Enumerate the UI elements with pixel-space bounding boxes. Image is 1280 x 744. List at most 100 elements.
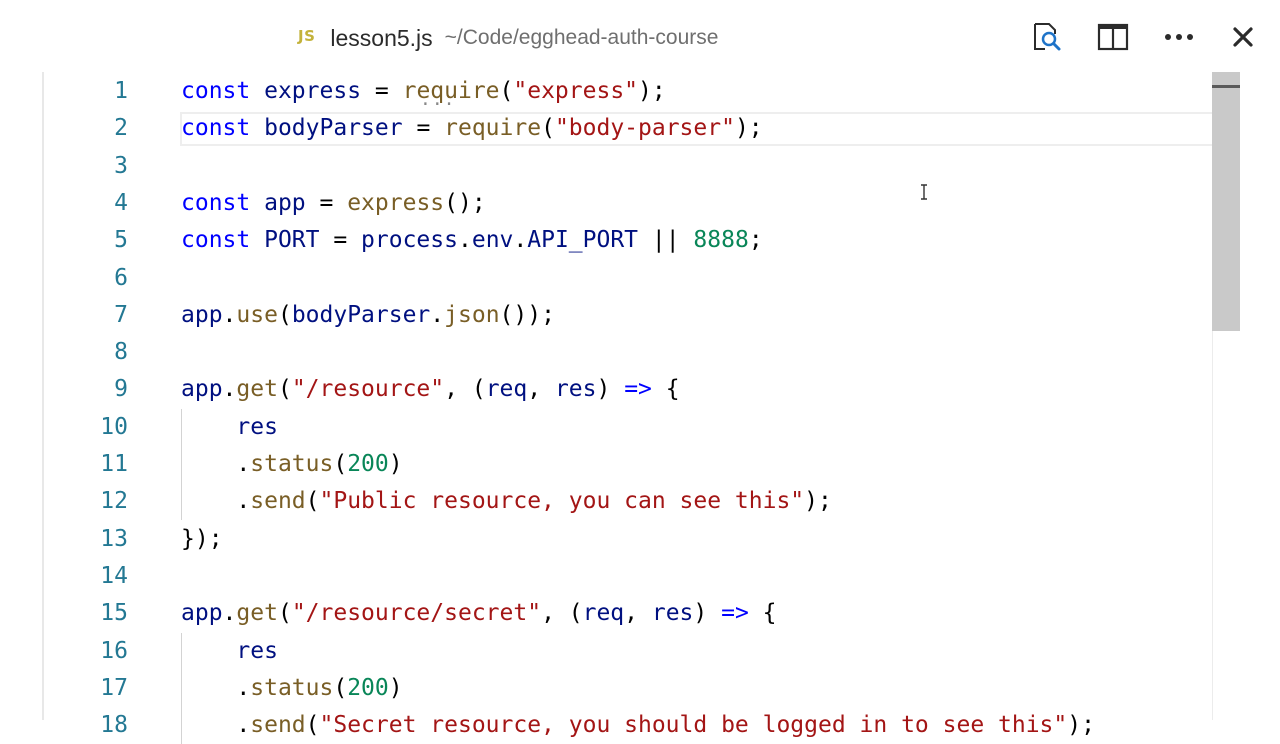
- line-content[interactable]: app.use(bodyParser.json());: [181, 297, 555, 334]
- code-token: {: [651, 376, 680, 403]
- code-token: const: [181, 227, 251, 254]
- split-editor-button[interactable]: [1096, 20, 1130, 54]
- vertical-scrollbar-thumb[interactable]: [1212, 72, 1240, 331]
- line-content[interactable]: .send("Public resource, you can see this…: [181, 483, 832, 520]
- line-content[interactable]: app.get("/resource/secret", (req, res) =…: [181, 595, 777, 632]
- code-token: .: [222, 376, 237, 403]
- line-content[interactable]: const bodyParser = require("body-parser"…: [181, 110, 763, 147]
- code-token: send: [250, 488, 306, 515]
- code-token: get: [236, 600, 278, 627]
- code-line[interactable]: 12 .send("Public resource, you can see t…: [44, 483, 1240, 521]
- editor-tab-title[interactable]: JS lesson5.js ~/Code/egghead-auth-course: [298, 22, 718, 54]
- file-name: lesson5.js: [330, 24, 433, 51]
- code-editor[interactable]: 1 const express = require("express"); 2 con…: [44, 72, 1240, 744]
- code-line[interactable]: 1 const express = require("express");: [44, 73, 1240, 110]
- line-content[interactable]: .status(200): [181, 446, 403, 483]
- code-token: .: [181, 451, 251, 477]
- code-line[interactable]: 15 app.get("/resource/secret", (req, res)…: [44, 595, 1240, 632]
- line-number[interactable]: 2: [114, 115, 128, 142]
- code-token: (: [499, 78, 514, 104]
- line-content[interactable]: const app = express();: [181, 185, 486, 222]
- line-number[interactable]: 1: [114, 78, 128, 104]
- line-number[interactable]: 9: [114, 376, 128, 403]
- code-token: res: [236, 637, 278, 664]
- code-token: app: [181, 600, 223, 627]
- line-number[interactable]: 4: [114, 189, 128, 216]
- code-token: , (: [444, 376, 486, 403]
- code-token: "express": [513, 78, 639, 104]
- line-number[interactable]: 14: [100, 562, 128, 589]
- line-number[interactable]: 12: [100, 488, 128, 515]
- line-number[interactable]: 10: [100, 413, 128, 440]
- code-token: app: [181, 301, 223, 328]
- line-content[interactable]: const PORT = process.env.API_PORT || 888…: [181, 222, 763, 259]
- code-token: res: [236, 413, 278, 440]
- code-token: (: [305, 488, 320, 515]
- close-editor-button[interactable]: [1226, 20, 1260, 54]
- line-content[interactable]: const express = require("express");: [181, 73, 666, 110]
- code-line[interactable]: 11 .status(200): [44, 446, 1240, 483]
- code-line[interactable]: 2 const bodyParser = require("body-parser…: [44, 110, 1240, 147]
- line-number[interactable]: 8: [114, 339, 128, 366]
- line-content[interactable]: res: [181, 409, 278, 446]
- code-line[interactable]: 18 .send("Secret resource, you should be…: [44, 707, 1240, 744]
- code-token: {: [748, 600, 777, 627]
- code-token: 8888: [693, 227, 749, 254]
- code-line[interactable]: 5 const PORT = process.env.API_PORT || 88…: [44, 222, 1240, 259]
- line-number[interactable]: 11: [100, 451, 128, 477]
- code-token: .: [222, 301, 237, 328]
- line-content[interactable]: .status(200): [181, 670, 402, 707]
- line-content[interactable]: app.get("/resource", (req, res) => {: [181, 371, 680, 408]
- code-token: =: [361, 78, 403, 104]
- line-content[interactable]: });: [181, 521, 223, 558]
- code-token: API_PORT: [527, 227, 639, 254]
- hint-dots: ···: [420, 94, 456, 115]
- code-token: PORT: [264, 227, 320, 254]
- code-line[interactable]: 9 app.get("/resource", (req, res) => {: [44, 371, 1240, 408]
- code-token: );: [638, 78, 666, 104]
- line-number[interactable]: 16: [100, 637, 128, 664]
- title-bar: JS lesson5.js ~/Code/egghead-auth-course: [0, 0, 1280, 72]
- indent-guide: [181, 446, 182, 483]
- line-number[interactable]: 6: [114, 264, 128, 291]
- line-number[interactable]: 13: [100, 525, 128, 552]
- code-token: ): [596, 376, 625, 403]
- code-token: =>: [721, 600, 749, 627]
- line-number[interactable]: 7: [114, 301, 128, 328]
- line-number[interactable]: 18: [100, 712, 128, 739]
- code-line[interactable]: 14: [44, 558, 1240, 595]
- line-number[interactable]: 15: [100, 600, 128, 627]
- code-line[interactable]: 4 const app = express();: [44, 185, 1240, 222]
- code-token: =: [319, 227, 362, 254]
- code-token: ): [388, 451, 403, 477]
- code-token: status: [250, 451, 334, 477]
- line-number[interactable]: 3: [114, 152, 128, 179]
- code-token: process: [361, 227, 458, 254]
- code-token: json: [444, 301, 500, 328]
- open-preview-button[interactable]: [1030, 20, 1064, 54]
- code-line[interactable]: 16 res: [44, 632, 1240, 670]
- line-number[interactable]: 17: [100, 674, 128, 701]
- code-line[interactable]: 6: [44, 260, 1240, 297]
- code-token: );: [804, 488, 832, 515]
- code-token: ): [693, 600, 722, 627]
- code-token: (: [277, 600, 292, 627]
- code-line[interactable]: 8: [44, 334, 1240, 371]
- line-content[interactable]: res: [181, 633, 278, 670]
- indent-guide: [181, 408, 182, 446]
- code-line[interactable]: 17 .status(200): [44, 669, 1240, 707]
- code-line[interactable]: 3: [44, 148, 1240, 185]
- line-content[interactable]: .send("Secret resource, you should be lo…: [181, 707, 1095, 744]
- more-actions-button[interactable]: [1162, 20, 1196, 54]
- code-token: env: [471, 227, 514, 254]
- code-token: ||: [638, 227, 694, 254]
- code-line[interactable]: 10 res: [44, 408, 1240, 446]
- code-token: ());: [499, 301, 555, 328]
- code-token: (: [333, 674, 348, 701]
- code-line[interactable]: 13});: [44, 521, 1240, 558]
- code-token: .: [513, 227, 528, 254]
- code-token: .: [181, 712, 251, 739]
- code-token: (: [305, 712, 320, 739]
- line-number[interactable]: 5: [114, 227, 128, 254]
